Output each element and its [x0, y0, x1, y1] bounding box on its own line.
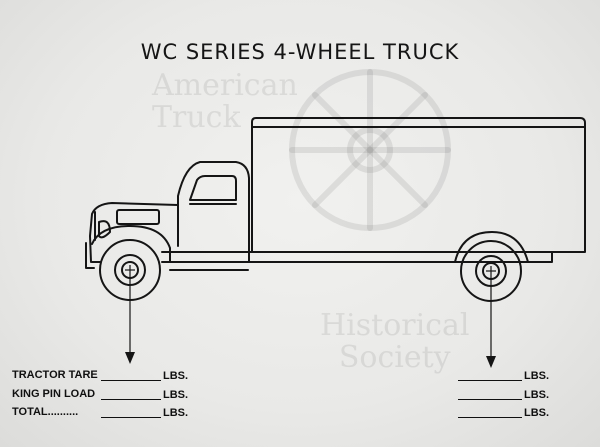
headlight — [98, 220, 111, 239]
watermark-wheel-icon — [289, 69, 451, 231]
cargo-box — [251, 117, 586, 253]
total-unit: LBS. — [163, 407, 189, 419]
rear-arrow-head-icon — [486, 356, 496, 368]
total-blank — [101, 417, 161, 418]
tractor-tare-unit: LBS. — [163, 370, 189, 382]
tractor-tare-blank — [101, 380, 161, 381]
page-title: WC SERIES 4-WHEEL TRUCK — [140, 40, 460, 64]
king-pin-load-blank — [101, 399, 161, 400]
rear-wheel-arch — [454, 231, 529, 263]
front-bumper — [85, 242, 95, 269]
hood — [89, 202, 179, 263]
rear-axle-blank-1 — [458, 380, 522, 381]
tractor-tare-label: TRACTOR TARE — [12, 369, 98, 381]
rear-axle-blank-2 — [458, 399, 522, 400]
front-fender — [91, 225, 171, 263]
watermark-top: American Truck — [152, 68, 298, 135]
hood-vent — [116, 209, 160, 225]
king-pin-load-label: KING PIN LOAD — [12, 388, 96, 400]
cab-window — [189, 175, 237, 201]
rear-axle-unit-1: LBS. — [524, 370, 550, 382]
total-label: TOTAL.......... — [12, 406, 79, 418]
rear-axle-blank-3 — [458, 417, 522, 418]
watermark-bottom: Historical Society — [320, 308, 470, 375]
rear-axle-unit-2: LBS. — [524, 389, 550, 401]
chassis-frame — [247, 251, 553, 263]
cab — [177, 161, 250, 253]
rear-axle-unit-3: LBS. — [524, 407, 550, 419]
king-pin-load-unit: LBS. — [163, 389, 189, 401]
front-arrow-head-icon — [125, 352, 135, 364]
